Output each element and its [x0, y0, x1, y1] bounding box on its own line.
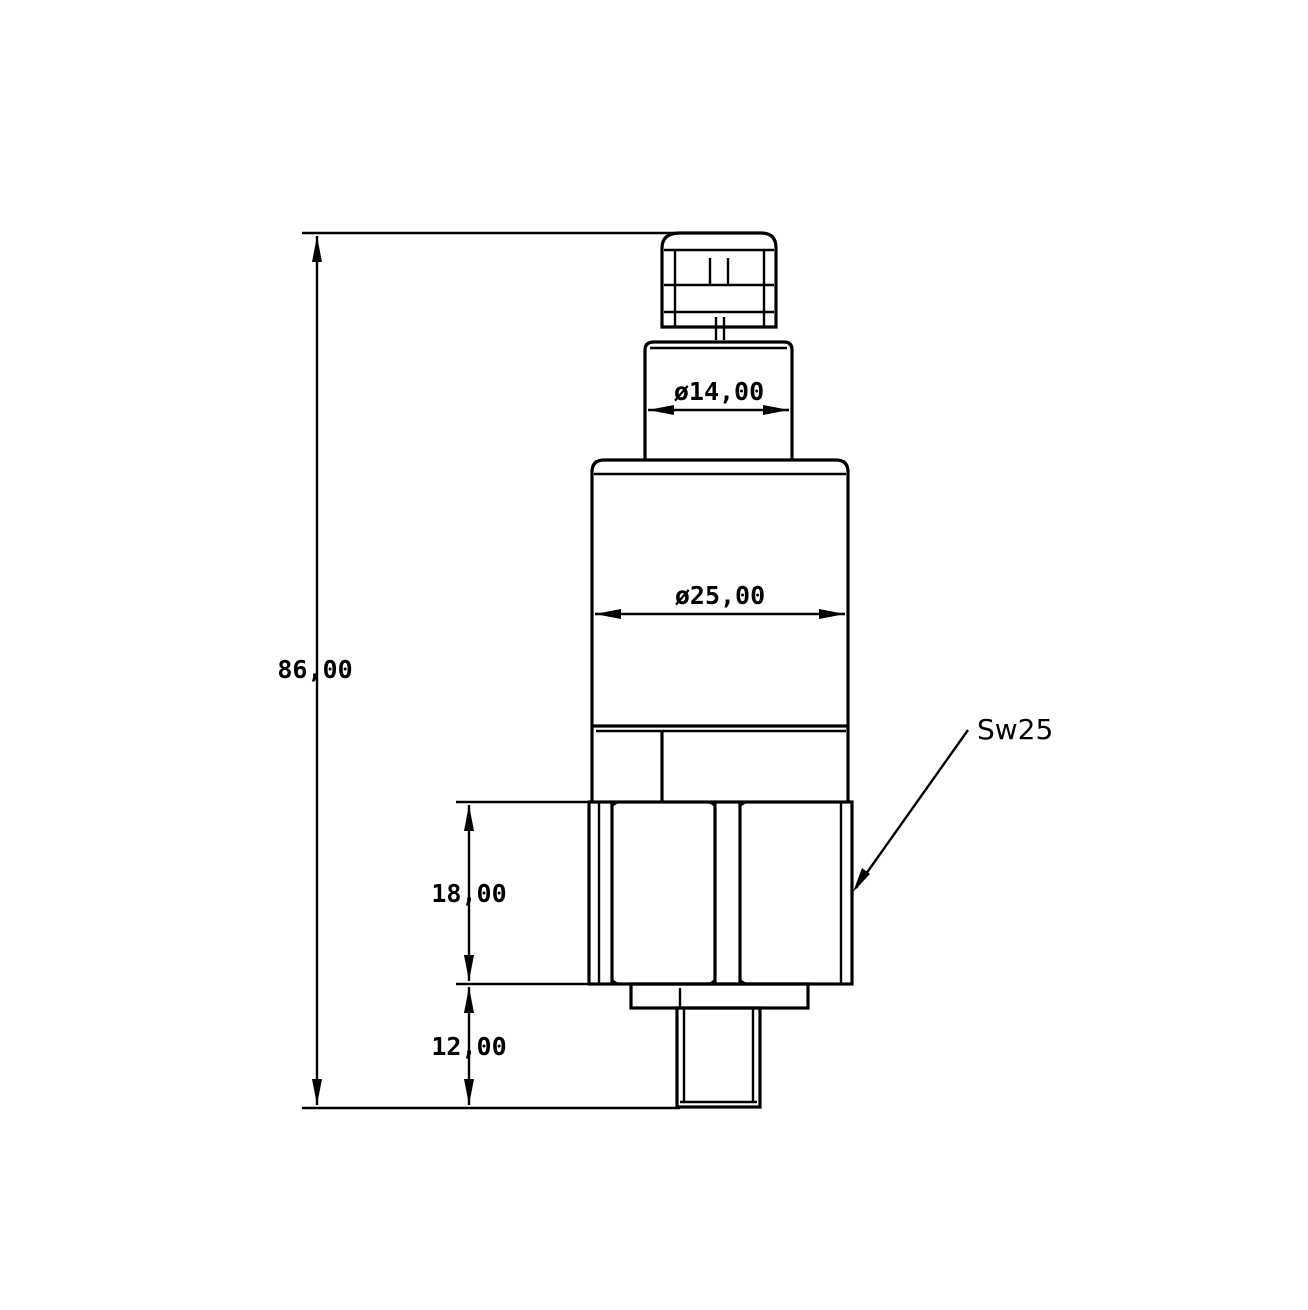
neck-diameter-label: ø14,00	[674, 377, 764, 406]
thread-length-label: 12,00	[431, 1032, 506, 1061]
arrow-head	[763, 405, 789, 415]
arrow-head	[648, 405, 674, 415]
hex-nut	[587, 800, 854, 986]
wrench-size-label: Sw25	[977, 713, 1053, 746]
connector-cap	[660, 231, 778, 329]
pressure-sensor-outline	[587, 231, 854, 1109]
housing	[590, 458, 850, 802]
arrow-head	[595, 609, 621, 619]
dimension-neck-diameter: ø14,00	[648, 377, 789, 415]
hex-nut-corner	[611, 800, 749, 986]
collar	[629, 982, 810, 1010]
arrow-head	[312, 1079, 322, 1105]
leader-line	[855, 729, 969, 889]
arrow-head	[312, 236, 322, 262]
arrow-head	[853, 868, 870, 892]
overall-height-label: 86,00	[277, 655, 352, 684]
dimension-thread-length: 12,00	[431, 987, 507, 1105]
arrow-head	[464, 955, 474, 981]
dimension-overall-height: 86,00	[277, 231, 680, 1110]
arrow-head	[464, 805, 474, 831]
arrow-head	[464, 987, 474, 1013]
arrow-head	[464, 1079, 474, 1105]
dimension-hex-height: 18,00	[431, 800, 589, 986]
dimension-housing-diameter: ø25,00	[595, 581, 845, 619]
housing-diameter-label: ø25,00	[675, 581, 765, 610]
callout-wrench-size: Sw25	[853, 713, 1053, 892]
thread	[675, 1006, 762, 1109]
hex-height-label: 18,00	[431, 879, 506, 908]
neck	[643, 340, 794, 460]
arrow-head	[819, 609, 845, 619]
